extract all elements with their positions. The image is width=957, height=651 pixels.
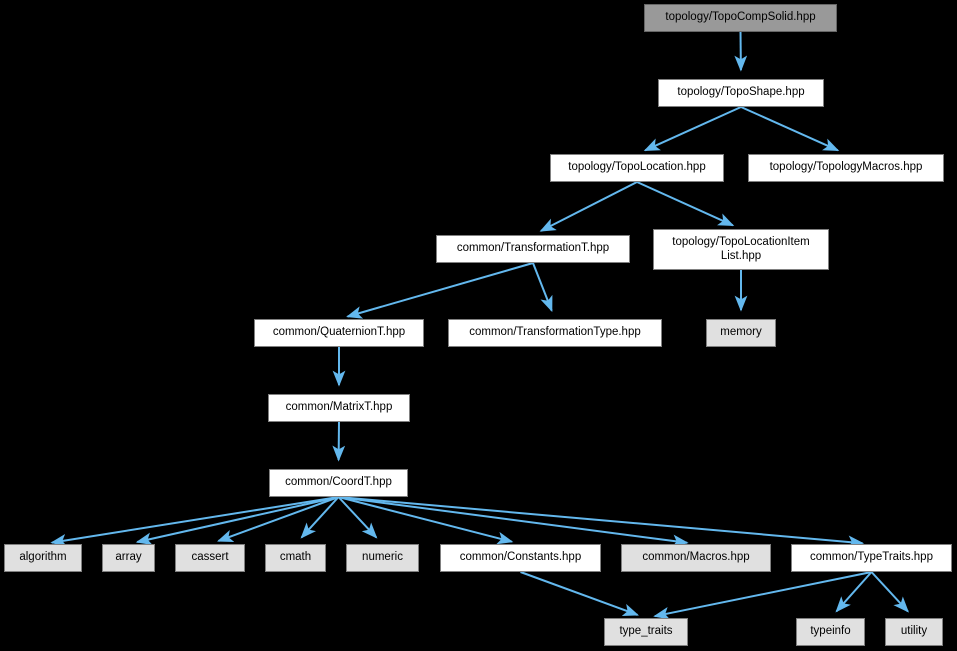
graph-node-constants[interactable]: common/Constants.hpp	[440, 544, 601, 572]
edge-transformationt-to-quaterniont	[346, 262, 534, 319]
graph-node-coordt[interactable]: common/CoordT.hpp	[269, 469, 408, 497]
edge-coordt-to-cassert	[216, 496, 339, 542]
edge-topolocation-to-transformationt	[539, 181, 638, 232]
graph-node-cassert[interactable]: cassert	[175, 544, 245, 572]
graph-node-topocompsolid: topology/TopoCompSolid.hpp	[644, 4, 837, 32]
edge-coordt-to-numeric	[337, 496, 378, 539]
edge-typetraits-to-typeinfo	[835, 571, 873, 613]
edges-group	[50, 31, 909, 620]
graph-node-typetraits[interactable]: common/TypeTraits.hpp	[791, 544, 952, 572]
edge-typetraits-to-utility	[870, 571, 909, 613]
graph-node-transformationt[interactable]: common/TransformationT.hpp	[436, 235, 630, 263]
graph-node-type_traits[interactable]: type_traits	[604, 618, 688, 646]
edge-coordt-to-algorithm	[50, 496, 339, 547]
graph-node-numeric[interactable]: numeric	[346, 544, 419, 572]
graph-node-toposhape[interactable]: topology/TopoShape.hpp	[658, 79, 824, 107]
edge-coordt-to-cmath	[300, 496, 340, 539]
graph-node-utility[interactable]: utility	[885, 618, 943, 646]
graph-node-matrixt[interactable]: common/MatrixT.hpp	[268, 394, 410, 422]
edge-toposhape-to-topologymacros	[740, 106, 840, 152]
graph-node-quaterniont[interactable]: common/QuaternionT.hpp	[254, 319, 424, 347]
graph-node-memory[interactable]: memory	[706, 319, 776, 347]
edge-topolocation-to-topolocationitemlist	[636, 181, 735, 227]
graph-node-typeinfo[interactable]: typeinfo	[796, 618, 865, 646]
edge-typetraits-to-type_traits	[653, 571, 872, 620]
edge-coordt-to-array	[135, 496, 339, 546]
edge-coordt-to-typetraits	[338, 496, 865, 549]
graph-node-topologymacros[interactable]: topology/TopologyMacros.hpp	[748, 154, 944, 182]
graph-node-algorithm[interactable]: algorithm	[4, 544, 82, 572]
graph-node-transformationtype[interactable]: common/TransformationType.hpp	[448, 319, 662, 347]
graph-node-array[interactable]: array	[102, 544, 155, 572]
edge-constants-to-type_traits	[520, 571, 640, 616]
graph-node-topolocationitemlist[interactable]: topology/TopoLocationItem List.hpp	[653, 229, 829, 270]
edge-coordt-to-constants	[338, 496, 514, 545]
edge-transformationt-to-transformationtype	[532, 262, 553, 313]
edge-toposhape-to-topolocation	[643, 106, 742, 152]
edge-coordt-to-macros	[338, 496, 689, 548]
graph-node-macros[interactable]: common/Macros.hpp	[621, 544, 771, 572]
graph-node-topolocation[interactable]: topology/TopoLocation.hpp	[550, 154, 724, 182]
graph-node-cmath[interactable]: cmath	[265, 544, 326, 572]
